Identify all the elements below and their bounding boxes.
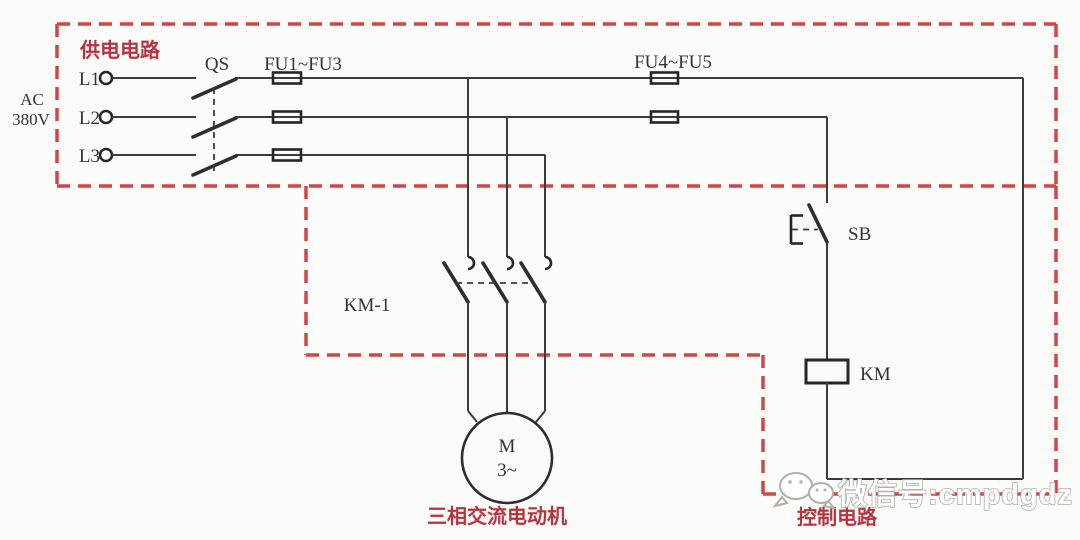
control-section-border [304, 186, 1058, 496]
motor-phase-label: 3~ [497, 460, 517, 481]
phase-label-l2: L2 [79, 108, 100, 129]
fuse-fu2 [271, 110, 303, 124]
terminal-l3 [98, 147, 114, 163]
contactor-main-contacts-km1 [442, 78, 553, 423]
wechat-icon-bubble-1 [779, 472, 813, 500]
terminal-l1 [98, 70, 114, 86]
wechat-icon-eye [799, 480, 803, 484]
motor-caption: 三相交流电动机 [427, 504, 567, 528]
wechat-icon-eye [788, 480, 792, 484]
phase-label-l3: L3 [79, 146, 100, 167]
contactor-coil-km [804, 358, 850, 385]
disconnect-switch-qs [191, 77, 238, 177]
watermark: 微信号:cmpdgdz [772, 472, 1073, 512]
motor-lead-1 [467, 410, 478, 423]
source-voltage-label: 380V [12, 110, 51, 129]
wechat-icon-eye [823, 488, 827, 492]
contact-hook-3 [544, 255, 553, 271]
contact-hook-1 [467, 255, 476, 271]
fuse-fu1 [271, 71, 303, 85]
control-branch [789, 78, 1024, 480]
control-fuses-label: FU4~FU5 [634, 52, 712, 73]
phase-l3-line [98, 147, 545, 163]
fuse-fu5 [649, 110, 680, 124]
start-button-sb [789, 203, 829, 245]
wechat-icon-bubble-2 [808, 482, 834, 504]
wechat-icon-eye [815, 488, 819, 492]
motor-m3: M 3~ [460, 411, 554, 505]
sb-blade [807, 203, 829, 244]
main-fuses-label: FU1~FU3 [264, 54, 342, 75]
contact-blade-3 [519, 261, 547, 304]
control-fuses-fu4-fu5 [649, 71, 680, 124]
motor-symbol-label: M [499, 436, 516, 457]
motor-circle [460, 411, 554, 505]
fuse-fu4 [649, 71, 680, 85]
phase-l1-line [98, 70, 1023, 86]
watermark-text: 微信号:cmpdgdz [837, 478, 1073, 511]
switch-label-qs: QS [205, 54, 229, 75]
control-section-label: 控制电路 [797, 505, 878, 529]
contact-hook-2 [506, 255, 515, 271]
fuse-fu3 [271, 148, 303, 162]
sb-label: SB [848, 224, 871, 245]
wechat-icon-tail-1 [772, 495, 789, 508]
wechat-icon [772, 472, 837, 510]
main-fuses-fu1-fu3 [271, 71, 303, 162]
supply-section-label: 供电电路 [79, 38, 161, 62]
supply-section-border [55, 22, 1058, 188]
phase-label-l1: L1 [79, 69, 100, 90]
qs-blade-2 [191, 116, 238, 139]
motor-lead-3 [535, 410, 546, 423]
km1-label: KM-1 [344, 295, 390, 316]
km-coil-label: KM [860, 364, 891, 385]
phase-l2-line [98, 109, 827, 125]
terminal-l2 [98, 109, 114, 125]
wechat-icon-tail-2 [822, 499, 837, 510]
source-system-label: AC [20, 90, 44, 109]
